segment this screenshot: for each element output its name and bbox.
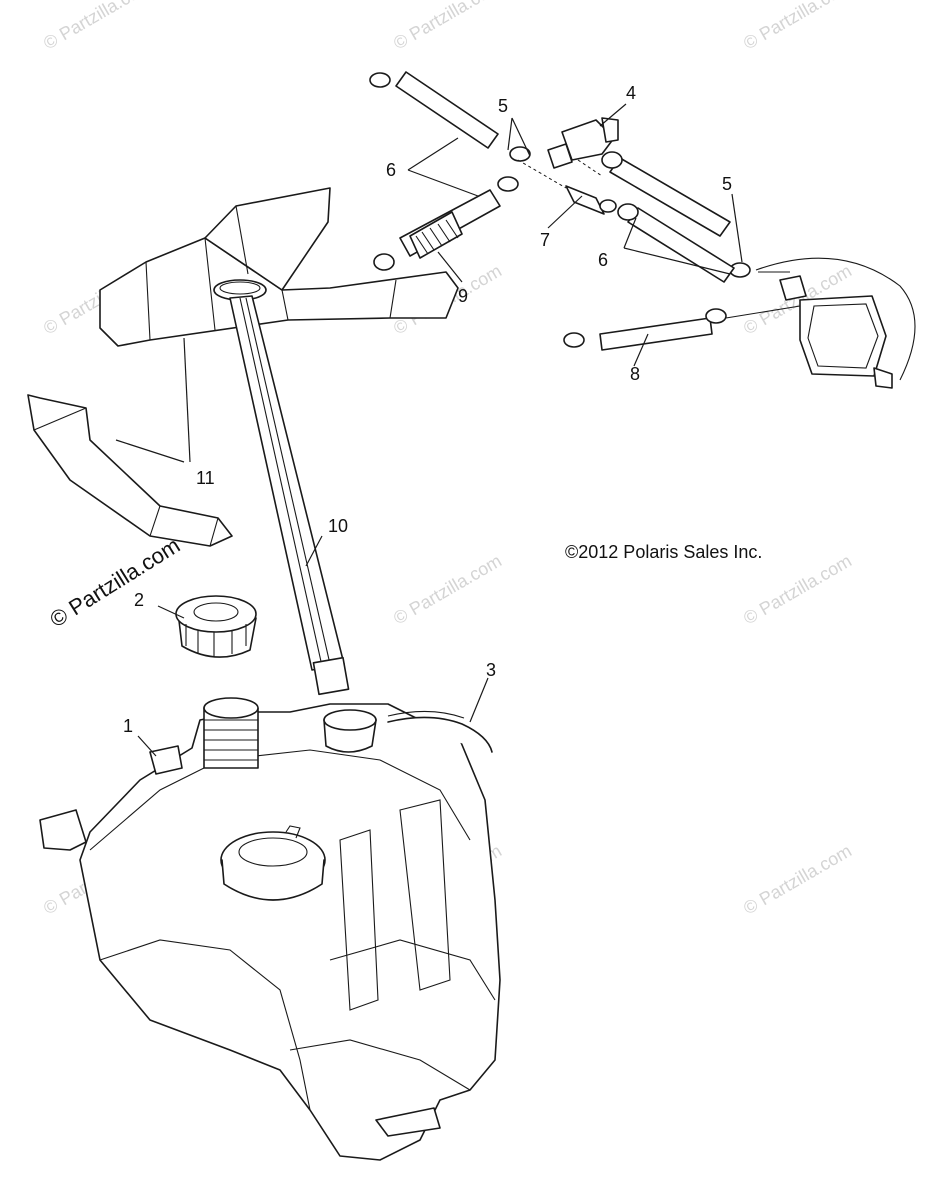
part-fuel-pump bbox=[779, 275, 893, 389]
part-guard bbox=[27, 187, 459, 547]
part-hose-upper-left bbox=[369, 71, 531, 162]
watermark: © Partzilla.com bbox=[390, 550, 505, 628]
callout-10: 10 bbox=[328, 516, 348, 536]
part-filler-hose bbox=[373, 176, 519, 271]
callout-2: 2 bbox=[134, 590, 144, 610]
part-hose-middle bbox=[601, 151, 751, 283]
watermark: © Partzilla.com bbox=[740, 0, 855, 53]
callout-6-left: 6 bbox=[386, 160, 396, 180]
watermark: © Partzilla.com bbox=[40, 0, 155, 53]
part-fuel-sender bbox=[213, 279, 350, 696]
callout-5-top: 5 bbox=[498, 96, 508, 116]
watermark: © Partzilla.com bbox=[390, 0, 505, 53]
callout-8: 8 bbox=[630, 364, 640, 384]
part-hose-3 bbox=[387, 710, 493, 753]
part-fuel-cap bbox=[175, 595, 257, 658]
callout-11: 11 bbox=[196, 468, 215, 488]
part-fuel-tank bbox=[39, 697, 501, 1161]
callout-3: 3 bbox=[486, 660, 496, 680]
watermark: © Partzilla.com bbox=[740, 550, 855, 628]
part-fuel-valve bbox=[547, 117, 619, 169]
part-filter bbox=[565, 185, 617, 215]
leader-lines bbox=[115, 103, 743, 757]
callout-5-right: 5 bbox=[722, 174, 732, 194]
watermark-prominent: © Partzilla.com bbox=[45, 532, 184, 632]
connection-lines bbox=[517, 159, 916, 381]
callout-4: 4 bbox=[626, 83, 636, 103]
callout-6-right: 6 bbox=[598, 250, 608, 270]
callout-7: 7 bbox=[540, 230, 550, 250]
part-hose-lower bbox=[563, 308, 727, 351]
watermark: © Partzilla.com bbox=[740, 840, 855, 918]
callout-9: 9 bbox=[458, 286, 468, 306]
callouts: 1 2 3 4 5 5 6 6 7 8 9 10 11 bbox=[123, 83, 732, 736]
copyright-notice: ©2012 Polaris Sales Inc. bbox=[565, 542, 762, 562]
callout-1: 1 bbox=[123, 716, 133, 736]
